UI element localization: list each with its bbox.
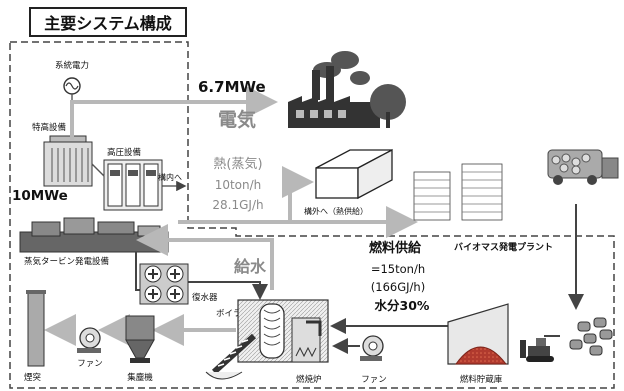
boiler-label: ボイラー: [216, 309, 250, 319]
heat-arrows: [178, 166, 418, 238]
special-hv-label: 特高設備: [32, 122, 67, 133]
output-10mwe: 10MWe: [12, 188, 68, 204]
fan-right-label: ファン: [361, 375, 387, 385]
hv-equipment-label: 高圧設備: [107, 147, 142, 158]
transformer-icon: [43, 135, 93, 187]
steam-line: [136, 224, 274, 290]
fan-icon-right: [360, 335, 384, 361]
fuel-line: [330, 318, 560, 337]
furnace-icon: [291, 317, 322, 363]
storage-icon: [447, 303, 509, 365]
electricity-arrow: [70, 86, 278, 140]
to-outside-label: 構外へ（熱供給）: [304, 206, 368, 216]
biomass-plant-label: バイオマス発電プラント: [454, 241, 553, 253]
fuel-storage-label: 燃料貯蔵庫: [460, 374, 503, 385]
boundary-lines: [9, 41, 615, 389]
electricity-label: 電気: [218, 108, 256, 131]
moisture-label: 水分30%: [375, 298, 430, 313]
chimney-label: 煙突: [24, 372, 42, 383]
fan-icon-left: [77, 327, 101, 353]
factory-icon: [288, 51, 406, 128]
title-box: 主要システム構成: [29, 7, 187, 37]
heat-steam-label: 熱(蒸気): [213, 156, 262, 172]
chimney-icon: [26, 290, 46, 367]
switchgear-icon: [103, 159, 163, 211]
building-icon: [315, 148, 393, 200]
dust-collector-label: 集塵機: [127, 372, 153, 383]
fan-left-label: ファン: [77, 359, 103, 369]
fuel-rate-label: =15ton/h: [371, 262, 425, 276]
condenser-icon: [139, 263, 189, 305]
output-67mwe: 6.7MWe: [198, 78, 266, 96]
heat-energy-label: 28.1GJ/h: [212, 198, 263, 212]
turbine-icon: [19, 217, 169, 253]
grid-power-label: 系統電力: [55, 60, 89, 71]
heat-rate-label: 10ton/h: [215, 178, 262, 192]
fuel-supply-label: 燃料供給: [369, 240, 422, 256]
furnace-label: 燃焼炉: [296, 374, 322, 385]
apartment-icon: [413, 163, 503, 221]
screw-conveyor-icon: [205, 333, 257, 380]
page-title: 主要システム構成: [44, 14, 172, 33]
fuel-energy-label: (166GJ/h): [371, 280, 425, 294]
chip-truck-icon: [547, 149, 619, 185]
dust-collector-icon: [125, 315, 155, 363]
feedwater-label: 給水: [234, 257, 267, 276]
logs-icon: [569, 317, 613, 356]
to-inside-label: 構内へ: [158, 172, 182, 182]
turbine-label: 蒸気タービン発電設備: [24, 256, 110, 267]
condenser-label: 復水器: [192, 292, 218, 303]
bulldozer-icon: [520, 338, 554, 362]
